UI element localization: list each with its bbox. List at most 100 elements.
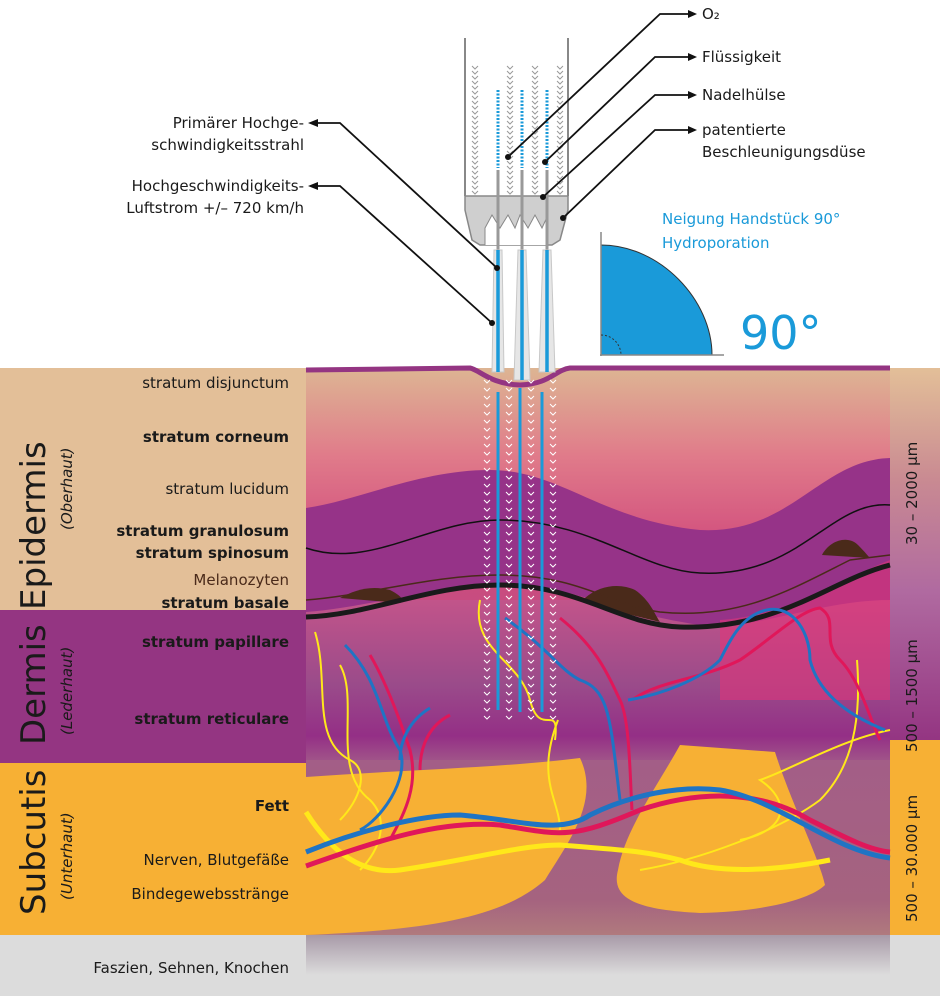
chevron (506, 170, 514, 175)
chevron (483, 515, 491, 520)
callout-leaders-right (507, 13, 690, 219)
chevron (527, 579, 535, 584)
chevron (527, 507, 535, 512)
nerve (339, 664, 382, 871)
chevron (506, 190, 514, 195)
chevron (527, 683, 535, 688)
stratum-lucidum: stratum lucidum (165, 480, 289, 498)
label-needle-sleeve: Nadelhülse (702, 86, 786, 104)
nerve (639, 659, 860, 871)
chevron (471, 75, 479, 80)
melanocyte (340, 587, 402, 603)
chevron (527, 515, 535, 520)
chevron (527, 435, 535, 440)
chevron (549, 499, 557, 504)
subcutis-subtitle: (Unterhaut) (58, 812, 76, 900)
chevron (505, 563, 513, 568)
stratum-disjunctum: stratum disjunctum (142, 374, 289, 392)
chevron (505, 691, 513, 696)
basal-membrane (305, 562, 891, 630)
chevron (531, 135, 539, 140)
chevron (471, 65, 479, 70)
chevron (505, 699, 513, 704)
chevron (483, 379, 491, 384)
label-liquid: Flüssigkeit (702, 48, 782, 66)
chevron (505, 715, 513, 720)
epidermis-title: Epidermis (14, 441, 54, 610)
chevron (506, 180, 514, 185)
stratum-granulosum: stratum granulosum (116, 522, 289, 540)
chevron (527, 635, 535, 640)
chevron (531, 115, 539, 120)
base-label: Faszien, Sehnen, Knochen (93, 959, 289, 977)
chevron (471, 160, 479, 165)
chevron (505, 627, 513, 632)
chevron (527, 387, 535, 392)
chevron (527, 411, 535, 416)
liquid-columns (496, 90, 549, 168)
chevron (527, 459, 535, 464)
chevron (483, 419, 491, 424)
chevron (483, 715, 491, 720)
chevron (527, 563, 535, 568)
label-primary-jet-1: Primärer Hochge- (172, 114, 304, 132)
stratum-basale: stratum basale (161, 594, 289, 612)
chevron (483, 699, 491, 704)
chevron (527, 627, 535, 632)
chevron (471, 135, 479, 140)
chevron (531, 90, 539, 95)
chevron (483, 707, 491, 712)
chevron (549, 515, 557, 520)
vein (627, 608, 886, 732)
chevron (549, 435, 557, 440)
nerves-vessels-label: Nerven, Blutgefäße (143, 851, 289, 869)
chevron (527, 715, 535, 720)
label-airflow-1: Hochgeschwindigkeits- (131, 177, 304, 195)
chevron (505, 635, 513, 640)
chevron (549, 627, 557, 632)
chevron (483, 435, 491, 440)
chevron (505, 539, 513, 544)
chevron (506, 80, 514, 85)
chevron (483, 451, 491, 456)
leader-dot (494, 265, 500, 271)
chevron (471, 140, 479, 145)
chevron (527, 395, 535, 400)
epidermis-thickness: 30 – 2000 µm (903, 441, 921, 545)
chevron (471, 155, 479, 160)
chevron (505, 387, 513, 392)
chevron (527, 443, 535, 448)
chevron (505, 531, 513, 536)
fat-lobule (616, 745, 825, 913)
angle-quadrant (600, 244, 713, 356)
chevron (506, 85, 514, 90)
chevron (471, 110, 479, 115)
chevron (483, 531, 491, 536)
chevron (531, 100, 539, 105)
chevron (483, 459, 491, 464)
chevron (531, 165, 539, 170)
chevron (505, 651, 513, 656)
chevron (549, 411, 557, 416)
epidermis-subtitle: (Oberhaut) (58, 447, 76, 530)
angle-value: 90° (740, 306, 822, 360)
chevron (527, 451, 535, 456)
chevron (556, 150, 564, 155)
stratum-spinosum: stratum spinosum (135, 544, 289, 562)
leader-needle (542, 94, 690, 198)
chevron (505, 595, 513, 600)
chevron (549, 667, 557, 672)
fat-lobule (306, 758, 587, 935)
chevron (527, 523, 535, 528)
chevron (549, 507, 557, 512)
chevron (527, 667, 535, 672)
chevron (483, 523, 491, 528)
chevron (483, 443, 491, 448)
chevron (471, 190, 479, 195)
chevron (483, 539, 491, 544)
chevron (531, 80, 539, 85)
chevron (549, 395, 557, 400)
chevron (483, 667, 491, 672)
chevron (505, 555, 513, 560)
chevron (549, 555, 557, 560)
